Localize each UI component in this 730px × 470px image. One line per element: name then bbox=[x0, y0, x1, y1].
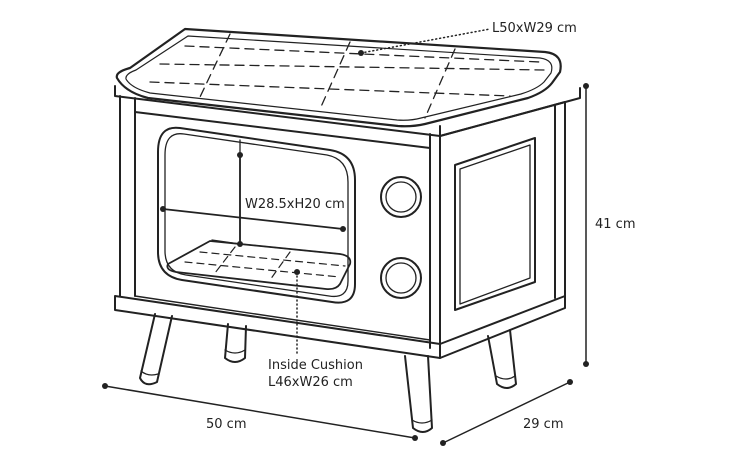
dimension-top-cushion: L50xW29 cm bbox=[358, 21, 577, 56]
dimension-inside-cushion: Inside Cushion L46xW26 cm bbox=[268, 269, 363, 390]
inside-cushion bbox=[166, 240, 352, 291]
width-label: 50 cm bbox=[206, 417, 247, 432]
cabinet-body bbox=[114, 85, 581, 359]
dimension-width: 50 cm bbox=[102, 383, 418, 441]
front-opening bbox=[157, 126, 356, 304]
dimension-depth: 29 cm bbox=[440, 379, 573, 446]
inside-cushion-quilting bbox=[184, 246, 346, 281]
top-cushion-label: L50xW29 cm bbox=[492, 21, 577, 36]
tv-knob-bottom bbox=[380, 257, 422, 299]
dimension-opening: W28.5xH20 cm bbox=[160, 152, 347, 247]
top-cushion bbox=[115, 27, 562, 128]
dimension-height: 41 cm bbox=[583, 83, 636, 367]
depth-label: 29 cm bbox=[523, 417, 564, 432]
height-label: 41 cm bbox=[595, 217, 636, 232]
inside-cushion-label-line1: Inside Cushion bbox=[268, 358, 363, 373]
legs bbox=[139, 313, 517, 433]
opening-label: W28.5xH20 cm bbox=[245, 197, 345, 212]
top-cushion-quilting bbox=[149, 33, 546, 119]
tv-knob-top bbox=[380, 176, 422, 218]
inside-cushion-label-line2: L46xW26 cm bbox=[268, 375, 353, 390]
